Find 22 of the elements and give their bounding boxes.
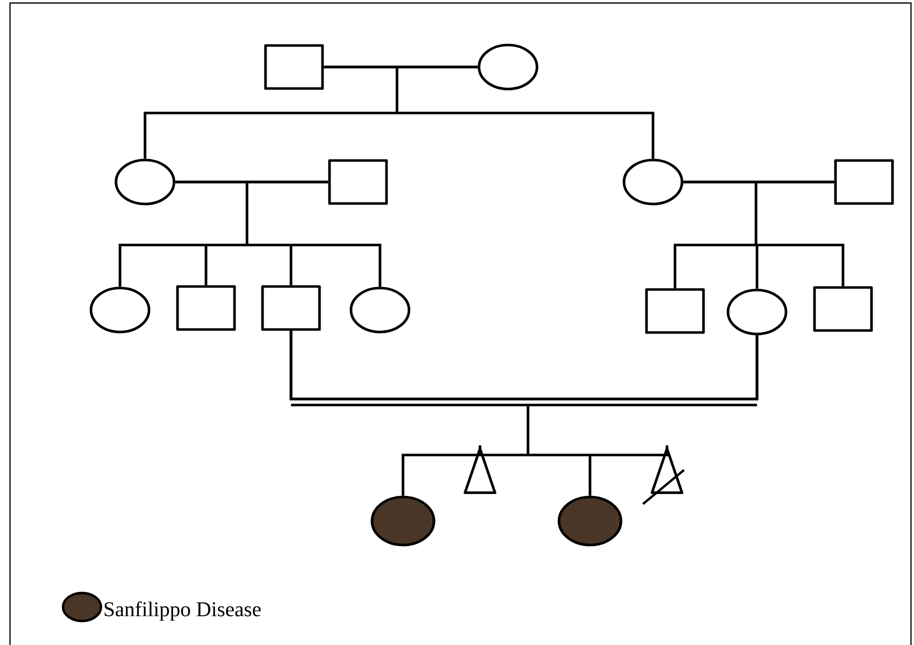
affected-female-circle xyxy=(558,496,622,546)
affected-female-circle xyxy=(370,496,436,546)
male-square xyxy=(264,44,324,90)
miscarriage-triangle xyxy=(650,447,684,494)
female-circle xyxy=(726,288,788,336)
male-square xyxy=(813,286,873,332)
male-square xyxy=(328,159,388,205)
male-square xyxy=(176,285,236,331)
female-circle xyxy=(622,158,684,206)
miscarriage-triangle xyxy=(464,447,496,494)
male-square xyxy=(261,285,321,331)
descent-line xyxy=(118,180,382,288)
female-circle xyxy=(114,158,176,206)
descent-line xyxy=(674,180,844,290)
female-circle xyxy=(350,286,410,334)
female-circle xyxy=(478,44,538,90)
descent-line xyxy=(290,330,758,497)
descent-line xyxy=(144,66,654,160)
male-square xyxy=(834,159,894,205)
female-circle xyxy=(90,286,150,334)
male-square xyxy=(645,288,705,334)
legend-label: Sanfilippo Disease xyxy=(104,601,261,621)
